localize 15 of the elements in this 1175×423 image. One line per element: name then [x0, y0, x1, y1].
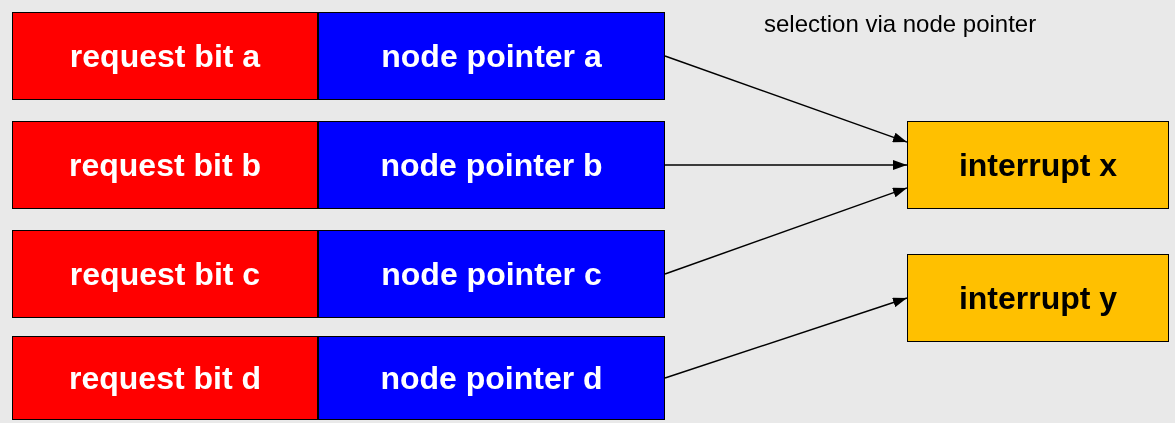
arrow	[664, 297, 908, 379]
request-bit-field: request bit c	[12, 230, 318, 318]
request-bit-field: request bit d	[12, 336, 318, 420]
interrupt-box: interrupt y	[907, 254, 1169, 342]
request-bit-field: request bit b	[12, 121, 318, 209]
node-pointer-field: node pointer b	[318, 121, 665, 209]
node-pointer-field: node pointer d	[318, 336, 665, 420]
node-pointer-field: node pointer c	[318, 230, 665, 318]
node-pointer-field: node pointer a	[318, 12, 665, 100]
interrupt-box: interrupt x	[907, 121, 1169, 209]
arrow	[664, 187, 908, 275]
arrow	[664, 160, 908, 170]
request-bit-field: request bit a	[12, 12, 318, 100]
note-text: selection via node pointer	[764, 10, 1037, 38]
arrow	[664, 55, 908, 143]
